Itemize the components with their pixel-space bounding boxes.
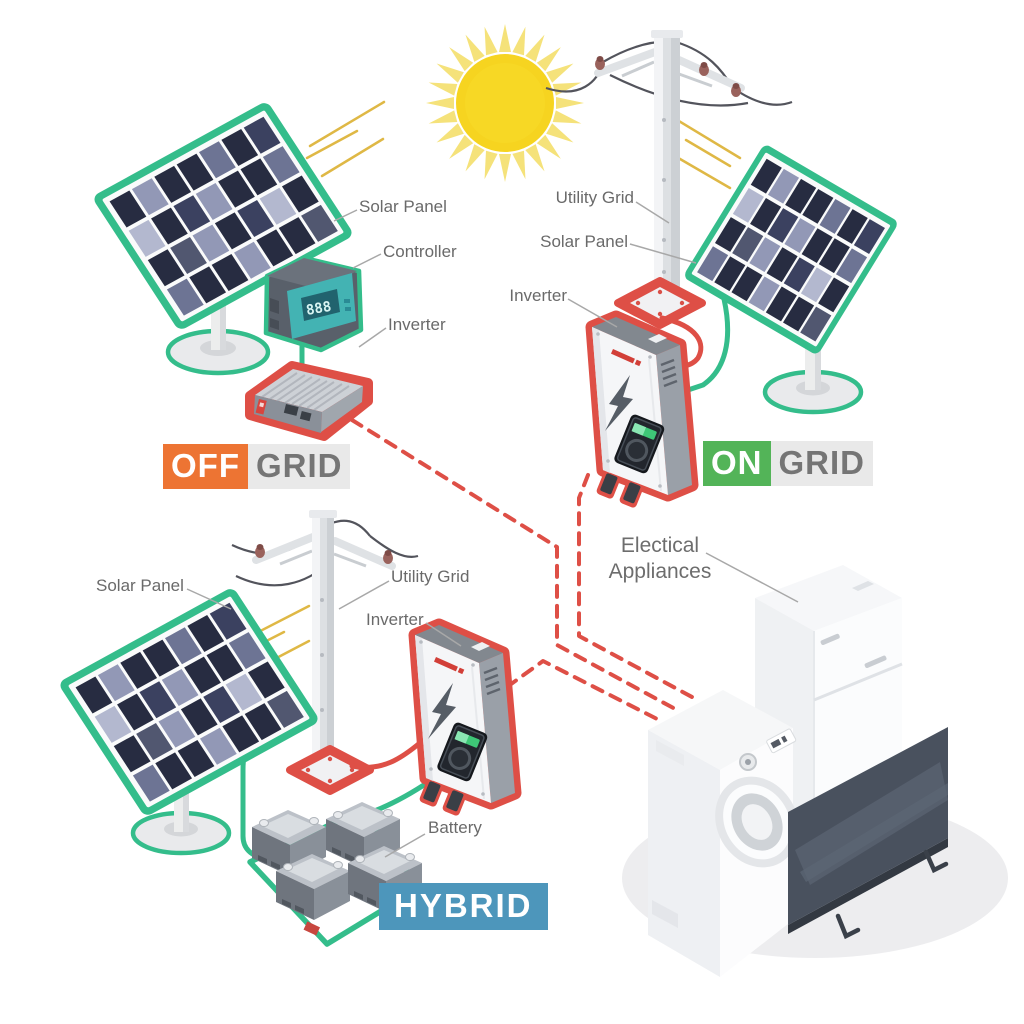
label-ongrid-utility-grid: Utility Grid <box>555 188 634 207</box>
label-hybrid-inverter: Inverter <box>366 610 424 629</box>
hybrid-inverter <box>415 625 515 817</box>
ongrid-panel-wire <box>685 296 731 393</box>
label-ongrid-solar-panel: Solar Panel <box>540 232 628 251</box>
sun-icon <box>423 21 586 184</box>
hybrid-grid-wire <box>349 739 424 770</box>
label-offgrid-controller: Controller <box>383 242 457 261</box>
ongrid-badge-suffix: GRID <box>770 441 873 486</box>
ongrid-grid-wire <box>659 315 704 369</box>
controller-display: 888 <box>305 299 333 319</box>
hybrid-badge: HYBRID <box>379 883 548 930</box>
ongrid-ac-dashed-line <box>577 473 694 699</box>
tv <box>788 727 949 940</box>
leader-lines <box>186 201 799 858</box>
label-offgrid-solar-panel: Solar Panel <box>359 197 447 216</box>
utility-pole-ongrid <box>545 30 793 329</box>
solar-panel-ongrid <box>683 143 900 356</box>
label-electrical-appliances: Electical Appliances <box>580 533 740 586</box>
label-offgrid-inverter: Inverter <box>388 315 446 334</box>
label-hybrid-battery: Battery <box>428 818 482 837</box>
offgrid-inverter <box>245 361 373 441</box>
ongrid-inverter <box>592 317 692 509</box>
offgrid-badge-prefix: OFF <box>163 444 248 489</box>
hybrid-ac-dashed-line <box>505 659 663 723</box>
utility-pole-hybrid <box>231 510 419 795</box>
label-ongrid-inverter: Inverter <box>509 286 567 305</box>
washing-machine <box>648 690 799 977</box>
label-electrical-appliances-line2: Appliances <box>608 560 712 584</box>
label-hybrid-utility-grid: Utility Grid <box>391 567 470 586</box>
label-electrical-appliances-line1: Electical <box>620 534 700 557</box>
ongrid-badge-prefix: ON <box>703 441 771 486</box>
offgrid-badge-suffix: GRID <box>247 444 351 489</box>
label-hybrid-solar-panel: Solar Panel <box>96 576 184 595</box>
battery-bank <box>247 801 423 947</box>
offgrid-ac-dashed-line <box>350 418 679 712</box>
charge-controller: 888 <box>263 255 364 353</box>
